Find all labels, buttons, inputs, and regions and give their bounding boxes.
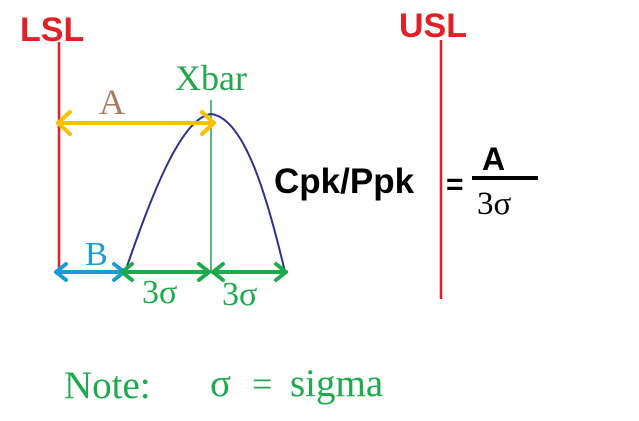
note-meaning: sigma <box>290 362 383 405</box>
formula-lhs: Cpk/Ppk <box>274 162 415 201</box>
three-sigma-left-arrow <box>120 262 211 282</box>
three-sigma-right-arrow <box>211 262 288 282</box>
xbar-label: Xbar <box>175 58 247 98</box>
lsl-label: LSL <box>20 11 84 49</box>
note-sigma-symbol: σ <box>210 362 231 405</box>
usl-label: USL <box>399 7 467 45</box>
three-sigma-right-label: 3σ <box>222 276 257 313</box>
formula-denominator: 3σ <box>477 186 512 222</box>
formula-numerator: A <box>482 141 505 177</box>
three-sigma-left-label: 3σ <box>142 274 177 311</box>
b-label: B <box>85 236 108 273</box>
a-label: A <box>99 82 125 122</box>
distribution-curve <box>124 112 286 273</box>
a-arrow <box>56 110 216 136</box>
note-equals: = <box>252 364 272 404</box>
formula-equals: = <box>446 168 464 201</box>
note-prefix: Note: <box>64 364 151 407</box>
